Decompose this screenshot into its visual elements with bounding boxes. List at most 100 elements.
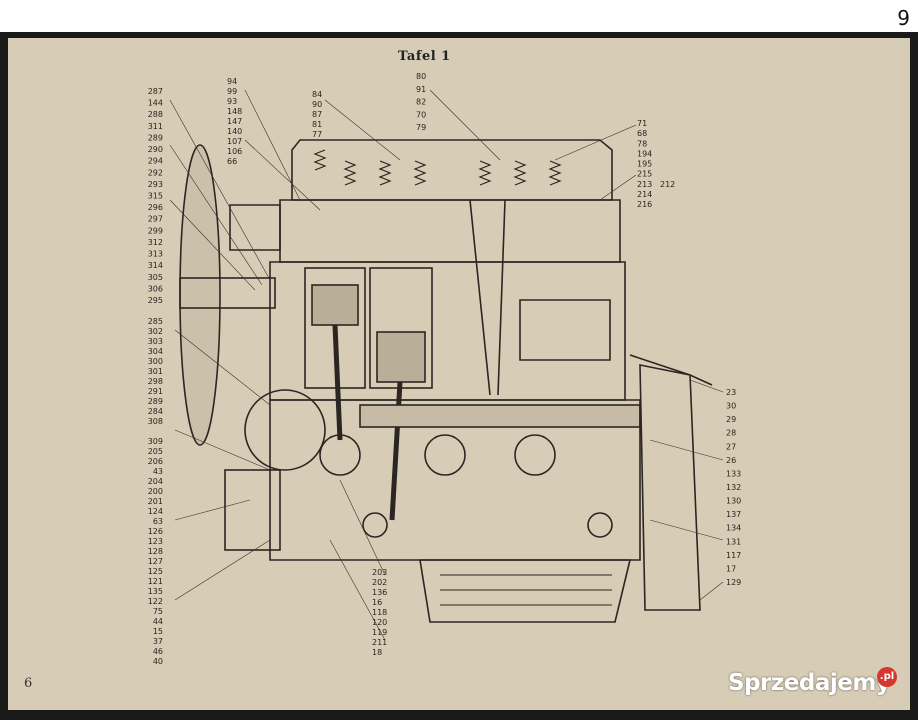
part-label: 77: [312, 130, 322, 139]
part-label: 200: [148, 487, 163, 496]
part-label: 136: [372, 588, 387, 597]
part-label: 66: [227, 157, 237, 166]
part-label: 214: [637, 190, 652, 199]
part-label: 147: [227, 117, 242, 126]
part-label: 213: [637, 180, 652, 189]
part-label: 144: [148, 99, 163, 108]
part-label: 134: [726, 524, 741, 533]
counterweight-2: [424, 434, 466, 476]
part-label: 91: [416, 85, 426, 94]
part-label: 202: [372, 578, 387, 587]
part-label: 80: [416, 72, 426, 81]
part-label: 206: [148, 457, 163, 466]
plate-title: Tafel 1: [398, 49, 451, 64]
part-label: 296: [148, 203, 163, 212]
part-label: 15: [153, 627, 163, 636]
part-label: 203: [372, 568, 387, 577]
part-label: 119: [372, 628, 387, 637]
part-label: 306: [148, 284, 163, 293]
main-bearing-2: [587, 512, 613, 538]
part-label: 93: [227, 97, 237, 106]
part-label: 17: [726, 564, 736, 573]
dipstick: [629, 354, 713, 386]
part-label: 135: [148, 587, 163, 596]
pushrod-1: [469, 199, 491, 396]
part-label: 133: [726, 469, 741, 478]
fan-blade: [179, 144, 221, 446]
part-label: 44: [153, 617, 163, 626]
part-label: 284: [148, 407, 163, 416]
page-number: 9: [897, 6, 910, 30]
part-label: 194: [637, 149, 652, 158]
part-label: 117: [726, 551, 741, 560]
part-label: 90: [312, 100, 322, 109]
part-label: 315: [148, 192, 163, 201]
part-label: 78: [637, 139, 647, 148]
piston-2: [376, 331, 426, 383]
watermark-logo: Sprzedajemy: [728, 670, 891, 696]
counterweight-3: [514, 434, 556, 476]
part-label: 313: [148, 250, 163, 259]
valve-springs: [313, 149, 562, 186]
part-label: 297: [148, 215, 163, 224]
part-label: 289: [148, 133, 163, 142]
part-label: 124: [148, 507, 163, 516]
part-label: 75: [153, 607, 163, 616]
part-label: 289: [148, 397, 163, 406]
part-label: 305: [148, 273, 163, 282]
part-label: 292: [148, 168, 163, 177]
part-label: 204: [148, 477, 163, 486]
part-label: 128: [148, 547, 163, 556]
pushrod-2: [497, 199, 506, 396]
part-label: 288: [148, 110, 163, 119]
part-label: 302: [148, 327, 163, 336]
part-label: 312: [148, 238, 163, 247]
flywheel-housing: [639, 364, 701, 611]
part-label: 30: [726, 402, 736, 411]
part-label: 120: [372, 618, 387, 627]
part-label: 303: [148, 337, 163, 346]
part-label: 304: [148, 347, 163, 356]
part-label: 290: [148, 145, 163, 154]
watermark-logo-suffix: .pl: [877, 667, 897, 687]
part-label: 84: [312, 90, 322, 99]
part-label: 107: [227, 137, 242, 146]
part-label: 293: [148, 180, 163, 189]
part-labels-top: 9499931481471401071066684908781778091827…: [227, 72, 426, 166]
part-label: 301: [148, 367, 163, 376]
part-label: 122: [148, 597, 163, 606]
part-label: 212: [660, 180, 675, 189]
part-label: 68: [637, 129, 647, 138]
part-label: 300: [148, 357, 163, 366]
part-label: 43: [153, 467, 163, 476]
part-label: 28: [726, 429, 736, 438]
part-label: 148: [227, 107, 242, 116]
part-label: 211: [372, 638, 387, 647]
part-label: 26: [726, 456, 736, 465]
connecting-rod-1: [332, 324, 343, 441]
part-label: 37: [153, 637, 163, 646]
part-label: 82: [416, 98, 426, 107]
part-label: 118: [372, 608, 387, 617]
part-label: 99: [227, 87, 237, 96]
connecting-rod-2: [389, 381, 403, 521]
part-label: 18: [372, 648, 382, 657]
part-label: 295: [148, 296, 163, 305]
part-label: 299: [148, 226, 163, 235]
part-label: 215: [637, 170, 652, 179]
part-label: 195: [637, 160, 652, 169]
oil-pan-ribs: [440, 574, 612, 606]
counterweight-1: [319, 434, 361, 476]
part-label: 137: [726, 510, 741, 519]
valve-cover: [291, 139, 613, 201]
part-label: 132: [726, 483, 741, 492]
oil-pan: [419, 559, 632, 623]
part-label: 121: [148, 577, 163, 586]
part-label: 298: [148, 377, 163, 386]
part-label: 201: [148, 497, 163, 506]
water-outlet: [229, 204, 281, 251]
part-label: 71: [637, 119, 647, 128]
part-label: 205: [148, 447, 163, 456]
part-label: 40: [153, 657, 163, 666]
